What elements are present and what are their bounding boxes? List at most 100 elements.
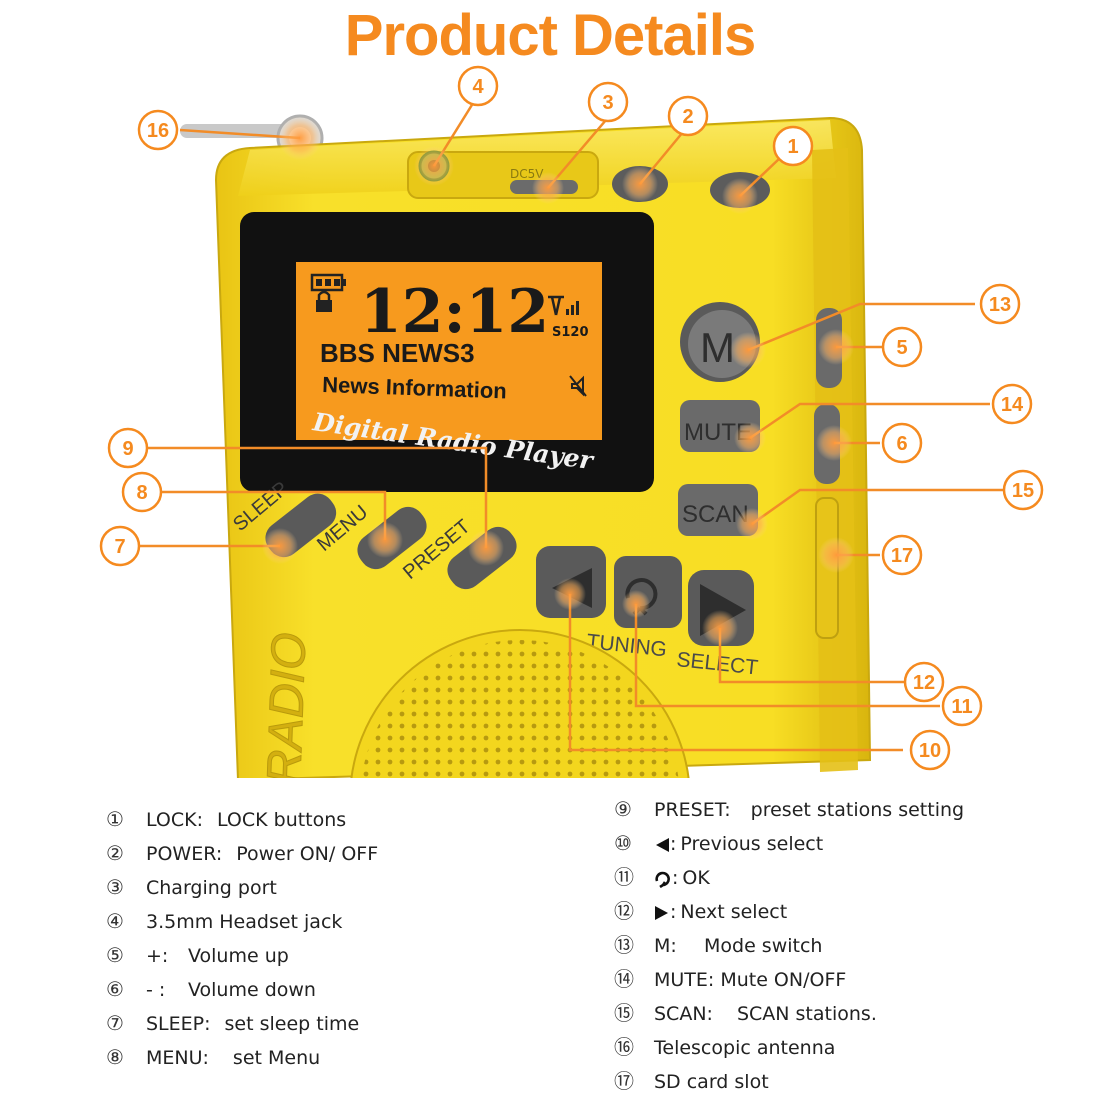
legend-key: - : <box>146 979 166 1001</box>
display: 12:12 BBS NEWS3 News Information S120 Di… <box>240 212 654 492</box>
station-name: BBS NEWS3 <box>320 338 475 368</box>
callout-number: 13 <box>989 294 1011 316</box>
highlight-glows <box>262 116 854 646</box>
legend-desc: LOCK buttons <box>217 809 347 831</box>
callout-circle <box>137 109 179 151</box>
legend-desc: Previous select <box>680 833 824 855</box>
callout-17: 17 <box>881 534 923 576</box>
legend-desc: set Menu <box>232 1047 321 1069</box>
callout-5: 5 <box>881 326 923 368</box>
page-title: Product Details <box>344 3 756 68</box>
signal-code: S120 <box>552 325 589 340</box>
callout-circle <box>121 471 163 513</box>
legend-num: ⑬ <box>614 933 634 957</box>
legend-key: POWER: <box>146 843 223 865</box>
legend-key: Telescopic antenna <box>654 1037 836 1059</box>
callout-circle <box>667 95 709 137</box>
ok-button[interactable] <box>614 556 682 628</box>
callout-11: 11 <box>941 685 983 727</box>
callout-circle <box>587 81 629 123</box>
legend-item-previous: ⑩:Previous select <box>614 828 823 858</box>
callout-9: 9 <box>107 427 149 469</box>
callout-number: 16 <box>147 120 169 142</box>
legend-desc: OK <box>682 867 710 889</box>
callout-number: 17 <box>891 545 913 567</box>
legend-key: +: <box>146 945 169 967</box>
legend-num: ⑥ <box>106 977 124 1001</box>
legend-num: ① <box>106 807 124 831</box>
legend-item-scan: ⑮ SCAN: SCAN stations. <box>614 998 877 1028</box>
callout-12: 12 <box>903 661 945 703</box>
legend-desc: Volume up <box>188 945 289 967</box>
callout-circle <box>979 283 1021 325</box>
callout-circle <box>107 427 149 469</box>
callout-number: 14 <box>1001 394 1024 416</box>
callout-circle <box>909 729 951 771</box>
callout-16: 16 <box>137 109 179 151</box>
prev-icon <box>656 837 669 852</box>
legend-num: ⑫ <box>614 899 634 923</box>
legend-num: ⑤ <box>106 943 124 967</box>
callout-circle <box>903 661 945 703</box>
legend-num: ③ <box>106 875 124 899</box>
legend-desc: Mute ON/OFF <box>720 969 847 991</box>
legend-item-ok: ⑪:OK <box>614 862 710 892</box>
legend-num: ⑮ <box>614 1001 634 1025</box>
charge-label: DC5V <box>510 167 544 181</box>
legend-num: ⑩ <box>614 831 632 855</box>
clock-time: 12:12 <box>360 277 549 347</box>
legend-key: : <box>670 901 677 923</box>
callout-number: 7 <box>114 536 125 558</box>
callout-14: 14 <box>991 383 1033 425</box>
legend-item-sd-card: ⑰ SD card slot <box>614 1066 769 1096</box>
legend-desc: SCAN stations. <box>736 1003 877 1025</box>
callout-2: 2 <box>667 95 709 137</box>
callout-8: 8 <box>121 471 163 513</box>
callout-circle <box>941 685 983 727</box>
legend-key: M: <box>654 935 677 957</box>
legend-num: ⑦ <box>106 1011 124 1035</box>
callout-number: 4 <box>472 76 484 98</box>
legend-key: SCAN: <box>654 1003 713 1025</box>
legend-item-volume-down: ⑥- :Volume down <box>106 974 316 1004</box>
callout-15: 15 <box>1002 469 1044 511</box>
legend-key: PRESET: <box>654 799 731 821</box>
legend-num: ⑨ <box>614 797 632 821</box>
mute-indicator-icon <box>569 375 587 397</box>
callout-number: 1 <box>787 136 798 158</box>
callout-number: 8 <box>136 482 147 504</box>
legend-key: LOCK: <box>146 809 203 831</box>
callout-number: 3 <box>602 92 613 114</box>
callout-number: 5 <box>896 337 907 359</box>
legend-desc: Power ON/ OFF <box>236 843 379 865</box>
next-icon <box>655 905 668 920</box>
callout-4: 4 <box>457 65 499 107</box>
legend-desc: preset stations setting <box>750 799 965 821</box>
legend-key: Charging port <box>146 877 277 899</box>
callout-circle <box>881 534 923 576</box>
legend-item-lock: ① LOCK: LOCK buttons <box>106 804 346 834</box>
callout-circle <box>457 65 499 107</box>
callout-6: 6 <box>881 422 923 464</box>
side-text: RADIO <box>258 632 316 786</box>
legend-key: SD card slot <box>654 1071 769 1093</box>
legend-num: ⑪ <box>614 865 634 889</box>
callout-13: 13 <box>979 283 1021 325</box>
legend-num: ⑰ <box>614 1069 634 1093</box>
ok-icon <box>655 871 670 888</box>
legend-num: ④ <box>106 909 124 933</box>
legend-key: : <box>670 833 677 855</box>
legend-item-power: ② POWER: Power ON/ OFF <box>106 838 378 868</box>
legend-item-next: ⑫:Next select <box>614 896 787 926</box>
legend-item-preset: ⑨ PRESET: preset stations setting <box>614 794 964 824</box>
legend-item-volume-up: ⑤ +: Volume up <box>106 940 289 970</box>
callout-number: 9 <box>122 438 133 460</box>
callout-3: 3 <box>587 81 629 123</box>
legend-num: ② <box>106 841 124 865</box>
